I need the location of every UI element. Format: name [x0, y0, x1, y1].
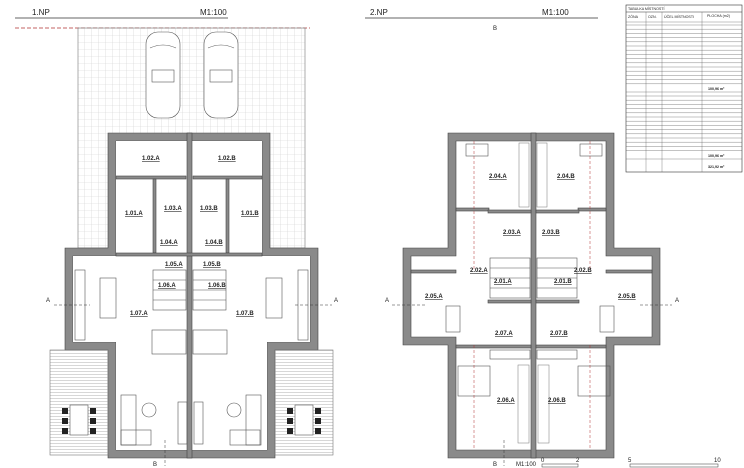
room-label: 1.01.A: [125, 211, 143, 217]
floor-1-scale: M1:100: [200, 8, 227, 17]
room-label: 1.07.B: [236, 311, 254, 317]
column-header: ZÓNA: [628, 14, 639, 19]
terrace-right: [274, 349, 334, 456]
column-header: ÚČEL MÍSTNOSTI: [664, 14, 694, 19]
room-label: 2.01.B: [554, 279, 572, 285]
floor-2-title: 2.NP: [370, 8, 388, 17]
room-label: 2.07.A: [495, 331, 513, 337]
stairs: [489, 257, 578, 299]
room-label: 1.04.A: [160, 240, 178, 246]
scale-tick: 10: [714, 458, 721, 464]
car-icon: [145, 31, 181, 119]
terrace-left: [49, 349, 109, 456]
room-label: 2.02.B: [574, 268, 592, 274]
section-mark-b: B: [493, 462, 497, 468]
table-title: TABULKA MÍSTNOSTÍ: [628, 7, 664, 11]
room-label: 2.03.B: [542, 230, 560, 236]
column-header: OZN.: [648, 15, 657, 19]
party-wall: [186, 132, 193, 459]
subtotal-floor-1: 100,96 m²: [708, 87, 725, 91]
room-label: 1.04.B: [205, 240, 223, 246]
interior-walls: [410, 207, 653, 349]
room-label: 2.01.A: [494, 279, 512, 285]
room-label: 1.07.A: [130, 311, 148, 317]
room-label: 2.05.A: [425, 294, 443, 300]
subtotal-floor-2: 100,96 m²: [708, 154, 725, 158]
scale-bar-label: M1:100: [516, 462, 537, 468]
column-header: PLOCHA (m2): [707, 14, 730, 18]
section-mark-a: A: [46, 298, 50, 304]
interior-walls: [115, 175, 263, 257]
total-area: 321,92 m²: [708, 165, 725, 169]
section-mark-a: A: [334, 298, 338, 304]
room-label: 2.04.A: [489, 174, 507, 180]
room-label: 2.06.B: [548, 398, 566, 404]
exterior-walls: [402, 132, 661, 459]
room-label: 1.05.B: [203, 262, 221, 268]
room-label: 2.05.B: [618, 294, 636, 300]
room-label: 2.07.B: [550, 331, 568, 337]
room-label: 2.02.A: [470, 268, 488, 274]
wardrobes: [517, 142, 550, 444]
room-label: 1.02.B: [218, 156, 236, 162]
roof-edge-lines: [473, 141, 591, 450]
room-table: TABULKA MÍSTNOSTÍ ZÓNA OZN. ÚČEL MÍSTNOS…: [625, 4, 743, 173]
room-label: 1.03.B: [200, 206, 218, 212]
section-mark-b: B: [493, 26, 497, 32]
section-mark-a: A: [385, 298, 389, 304]
section-mark-a: A: [675, 298, 679, 304]
room-label: 1.02.A: [142, 156, 160, 162]
room-label: 1.05.A: [165, 262, 183, 268]
scale-bar: M1:100 0 2 5 10: [516, 458, 721, 468]
scale-tick: 2: [576, 458, 580, 464]
room-label: 1.06.B: [208, 283, 226, 289]
room-labels-floor-2: 2.01.A 2.01.B 2.02.A 2.02.B 2.03.A 2.03.…: [425, 174, 636, 404]
floor-1-title: 1.NP: [32, 8, 50, 17]
party-wall: [530, 132, 537, 459]
scale-tick: 0: [541, 458, 545, 464]
room-labels-floor-1: 1.01.A 1.01.B 1.02.A 1.02.B 1.03.A 1.03.…: [125, 156, 259, 317]
car-icon: [203, 31, 239, 119]
section-markers-floor-1: A A B: [46, 298, 338, 468]
room-label: 1.06.A: [158, 283, 176, 289]
scale-tick: 5: [628, 458, 632, 464]
table-grid: [626, 12, 742, 172]
stairs: [152, 269, 227, 311]
room-label: 2.06.A: [497, 398, 515, 404]
room-label: 1.03.A: [164, 206, 182, 212]
floor-1-plan: 1.NP M1:100: [15, 8, 338, 468]
floor-2-scale: M1:100: [542, 8, 569, 17]
floor-2-plan: 2.NP M1:100 2: [365, 8, 679, 468]
room-label: 1.01.B: [241, 211, 259, 217]
section-markers-floor-2: A A B B: [385, 26, 679, 468]
room-label: 2.04.B: [557, 174, 575, 180]
section-mark-b: B: [153, 462, 157, 468]
room-label: 2.03.A: [503, 230, 521, 236]
